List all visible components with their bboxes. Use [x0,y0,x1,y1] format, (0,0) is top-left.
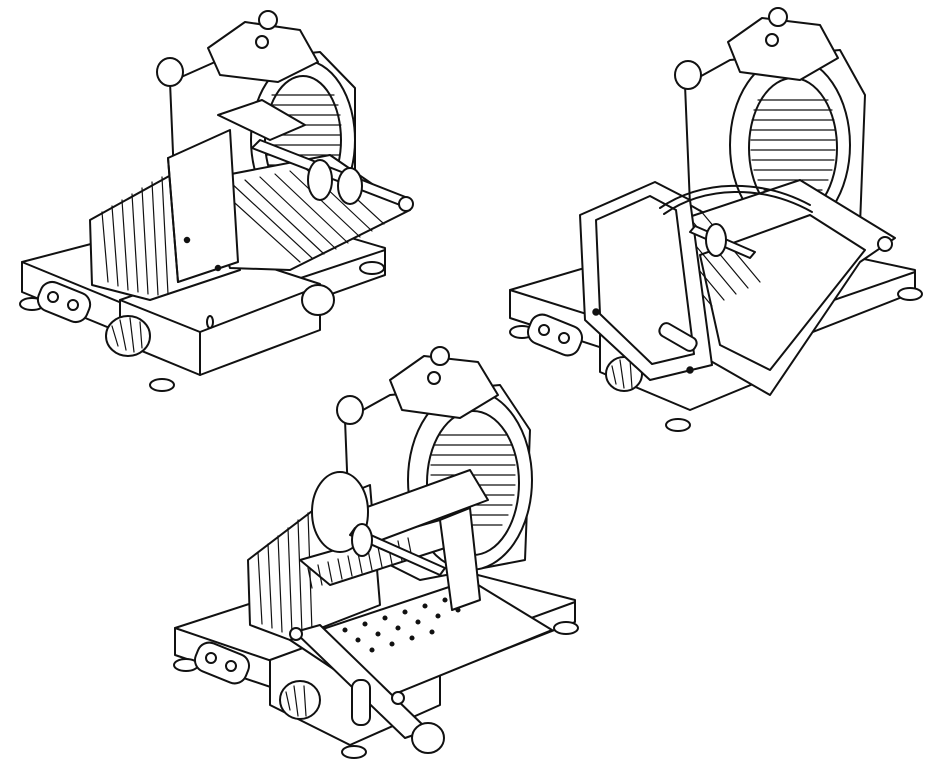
carriage-knob [301,284,335,316]
foot [359,261,385,275]
foot [341,745,367,759]
foot [665,418,691,432]
sharpener [727,17,839,81]
switch-on-icon [205,652,217,664]
side-knob [336,395,364,425]
switch-off-icon [558,332,570,344]
switch-on-icon [538,324,550,336]
slicer-view-2 [509,7,923,432]
carriage-arm [217,99,306,141]
thickness-knob [279,680,321,720]
pusher-handle [705,223,727,257]
sharpener [207,21,319,83]
sharpener-knob [258,10,278,30]
thickness-knob [105,315,151,357]
sharpener [389,355,499,419]
pusher-handle [351,523,373,557]
side-knob [674,60,702,90]
foot [897,287,923,301]
switch-on-icon [47,291,59,303]
switch-off-icon [67,299,79,311]
slicer-view-1 [19,10,414,392]
carriage-knob [411,722,445,754]
switch-off-icon [225,660,237,672]
foot [553,621,579,635]
guard-handle [658,322,698,352]
spike-holes [342,597,461,653]
carriage-handle [351,679,371,726]
sharpener-knob [430,346,450,366]
arm-support [439,507,481,611]
sharpener-knob [768,7,788,27]
pusher-handle [307,159,333,201]
side-knob [156,57,184,87]
pusher-rod [659,184,811,209]
foot [149,378,175,392]
slicer-view-3 [173,346,579,759]
vertical-guard [167,129,239,283]
